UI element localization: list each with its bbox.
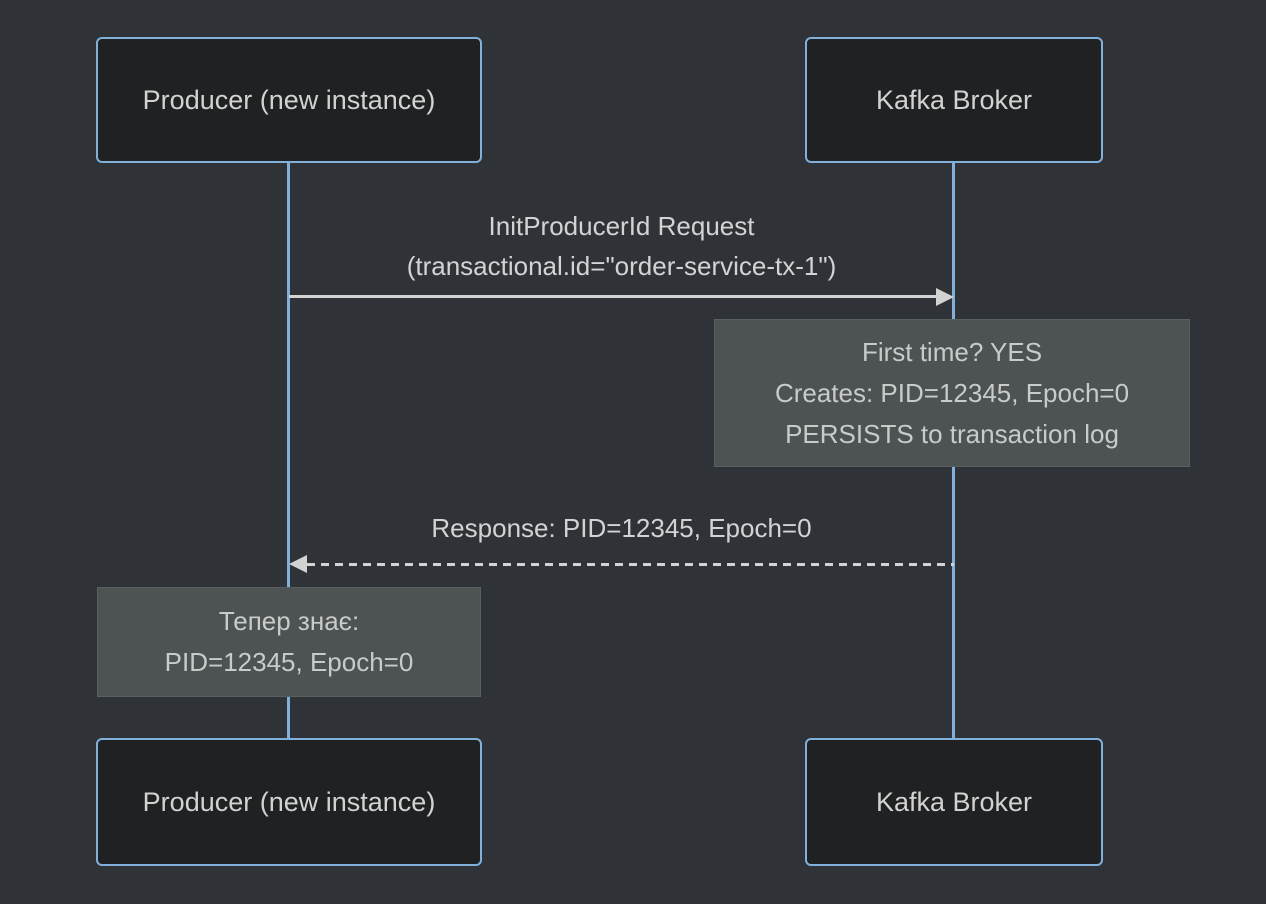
note-broker-first-time: First time? YES Creates: PID=12345, Epoc… [714, 319, 1190, 467]
actor-producer-label-bottom: Producer (new instance) [142, 786, 436, 817]
message-init-producer-id-label: InitProducerId Request (transactional.id… [289, 206, 954, 286]
note-producer-line-1: Тепер знає: [218, 606, 360, 636]
message-init-producer-id-arrow-line [289, 295, 938, 298]
note-producer-line-2: PID=12345, Epoch=0 [164, 647, 414, 677]
actor-producer-bottom: Producer (new instance) [96, 738, 482, 866]
actor-producer-label: Producer (new instance) [142, 84, 436, 115]
actor-producer-top: Producer (new instance) [96, 37, 482, 163]
actor-kafka-broker-bottom: Kafka Broker [805, 738, 1103, 866]
message-response-label: Response: PID=12345, Epoch=0 [289, 508, 954, 548]
message-init-producer-id-line-2: (transactional.id="order-service-tx-1") [406, 251, 837, 281]
message-init-producer-id-line-1: InitProducerId Request [488, 211, 755, 241]
lifeline-producer [287, 163, 290, 738]
arrowhead-left-icon [289, 555, 307, 573]
arrowhead-right-icon [936, 288, 954, 306]
actor-kafka-broker-label: Kafka Broker [875, 84, 1033, 115]
actor-kafka-broker-top: Kafka Broker [805, 37, 1103, 163]
message-response-arrow-line [307, 563, 954, 566]
note-broker-line-3: PERSISTS to transaction log [785, 418, 1119, 449]
actor-kafka-broker-label-bottom: Kafka Broker [875, 786, 1033, 817]
note-producer-now-knows: Тепер знає: PID=12345, Epoch=0 [97, 587, 481, 697]
note-broker-line-2: Creates: PID=12345, Epoch=0 [774, 377, 1130, 408]
message-response-line-1: Response: PID=12345, Epoch=0 [431, 513, 812, 543]
note-broker-line-1: First time? YES [861, 336, 1043, 367]
